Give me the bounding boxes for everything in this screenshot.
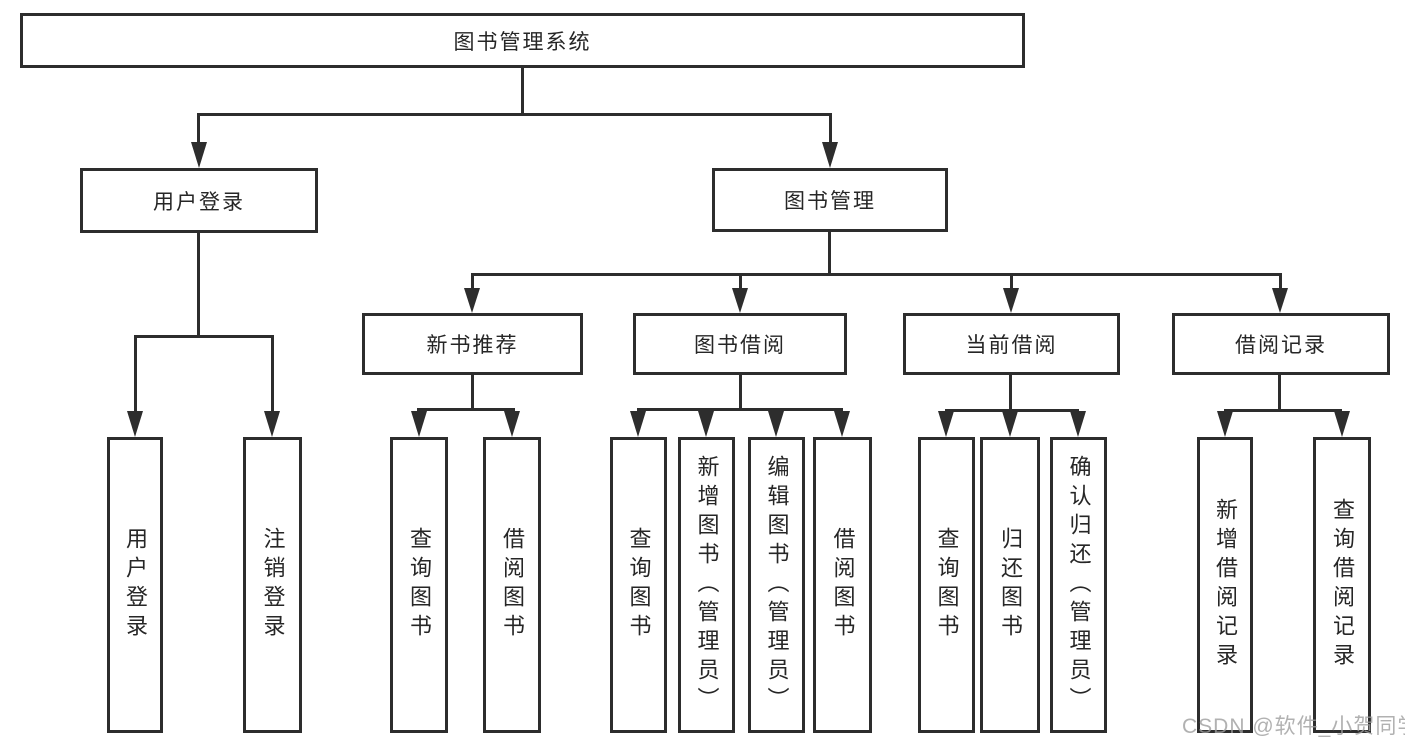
connector-user-login-shaft [197, 113, 200, 145]
node-confirm-return-admin-label: 确认归还（管理员） [1066, 454, 1092, 716]
node-add-borrow-record: 新增借阅记录 [1197, 437, 1253, 733]
node-rec-borrow-book-label: 借阅图书 [500, 527, 525, 643]
node-confirm-return-admin: 确认归还（管理员） [1050, 437, 1107, 733]
node-rec-borrow-book: 借阅图书 [483, 437, 541, 733]
connector-user-login-rail [134, 335, 274, 338]
arrow-to-borrowmod [732, 288, 748, 313]
arrow-to-c3 [768, 411, 784, 437]
arrow-to-d1 [938, 411, 954, 437]
node-add-book-admin-label: 新增图书（管理员） [694, 454, 720, 716]
node-query-borrow-record-label: 查询借阅记录 [1330, 498, 1355, 672]
node-add-borrow-record-label: 新增借阅记录 [1213, 498, 1238, 672]
arrow-to-login [127, 411, 143, 437]
arrow-to-book-mgmt [822, 142, 838, 168]
arrow-to-currentmod [1003, 288, 1019, 313]
node-current-borrow: 当前借阅 [903, 313, 1120, 375]
node-query-borrow-record: 查询借阅记录 [1313, 437, 1371, 733]
node-user-login-label: 用户登录 [153, 190, 245, 214]
node-logout: 注销登录 [243, 437, 302, 733]
connector-newbook-rail [417, 408, 515, 411]
node-borrow-query-book: 查询图书 [610, 437, 667, 733]
connector-book-mgmt-stem [828, 232, 831, 276]
node-current-query-book-label: 查询图书 [934, 527, 960, 643]
arrow-to-user-login [191, 142, 207, 168]
node-new-book-rec: 新书推荐 [362, 313, 583, 375]
arrow-to-b1 [411, 411, 427, 437]
node-root-label: 图书管理系统 [453, 30, 592, 54]
node-borrow-book: 借阅图书 [813, 437, 872, 733]
node-borrow-records-label: 借阅记录 [1235, 334, 1327, 357]
node-borrow-query-book-label: 查询图书 [626, 527, 652, 643]
arrow-to-d2 [1002, 411, 1018, 437]
node-current-query-book: 查询图书 [918, 437, 975, 733]
csdn-watermark: CSDN @软件_小贺同学 [1182, 715, 1405, 738]
arrow-to-c1 [630, 411, 646, 437]
connector-borrowmod-stem [739, 375, 742, 411]
arrow-to-c4 [834, 411, 850, 437]
arrow-to-newbook [464, 288, 480, 313]
connector-recordsmod-shaft [1279, 273, 1282, 291]
node-edit-book-admin-label: 编辑图书（管理员） [764, 454, 790, 716]
arrow-to-e2 [1334, 411, 1350, 437]
node-book-borrow-label: 图书借阅 [694, 334, 786, 357]
node-book-borrow: 图书借阅 [633, 313, 847, 375]
connector-user-login-stem [197, 233, 200, 338]
node-borrow-records: 借阅记录 [1172, 313, 1390, 375]
node-book-mgmt-label: 图书管理 [784, 190, 876, 213]
connector-currentmod-shaft [1010, 273, 1013, 291]
connector-level3-rail [471, 273, 1281, 276]
node-login: 用户登录 [107, 437, 163, 733]
arrow-to-d3 [1070, 411, 1086, 437]
connector-root-rail [198, 113, 831, 116]
connector-a2-shaft [271, 335, 274, 413]
connector-a1-shaft [134, 335, 137, 413]
node-user-login: 用户登录 [80, 168, 318, 233]
node-logout-label: 注销登录 [260, 527, 286, 643]
node-return-book: 归还图书 [980, 437, 1040, 733]
node-root: 图书管理系统 [20, 13, 1025, 68]
connector-newbook-shaft [471, 273, 474, 291]
connector-borrowmod-shaft [739, 273, 742, 291]
arrow-to-c2 [698, 411, 714, 437]
connector-recordsmod-stem [1278, 375, 1281, 412]
connector-newbook-stem [471, 375, 474, 411]
connector-currentmod-stem [1009, 375, 1012, 412]
node-add-book-admin: 新增图书（管理员） [678, 437, 735, 733]
node-edit-book-admin: 编辑图书（管理员） [748, 437, 805, 733]
node-return-book-label: 归还图书 [998, 527, 1023, 643]
connector-root-stem [521, 66, 524, 116]
node-rec-query-book-label: 查询图书 [407, 527, 432, 643]
connector-recordsmod-rail [1224, 409, 1342, 412]
connector-book-mgmt-shaft [829, 113, 832, 145]
node-current-borrow-label: 当前借阅 [965, 334, 1058, 357]
connector-currentmod-rail [945, 409, 1079, 412]
node-borrow-book-label: 借阅图书 [830, 527, 856, 643]
arrow-to-b2 [504, 411, 520, 437]
node-new-book-rec-label: 新书推荐 [426, 334, 519, 357]
node-rec-query-book: 查询图书 [390, 437, 448, 733]
node-book-mgmt: 图书管理 [712, 168, 948, 232]
arrow-to-recordsmod [1272, 288, 1288, 313]
arrow-to-logout [264, 411, 280, 437]
arrow-to-e1 [1217, 411, 1233, 437]
node-login-label: 用户登录 [123, 527, 148, 643]
connector-borrowmod-rail [637, 408, 843, 411]
